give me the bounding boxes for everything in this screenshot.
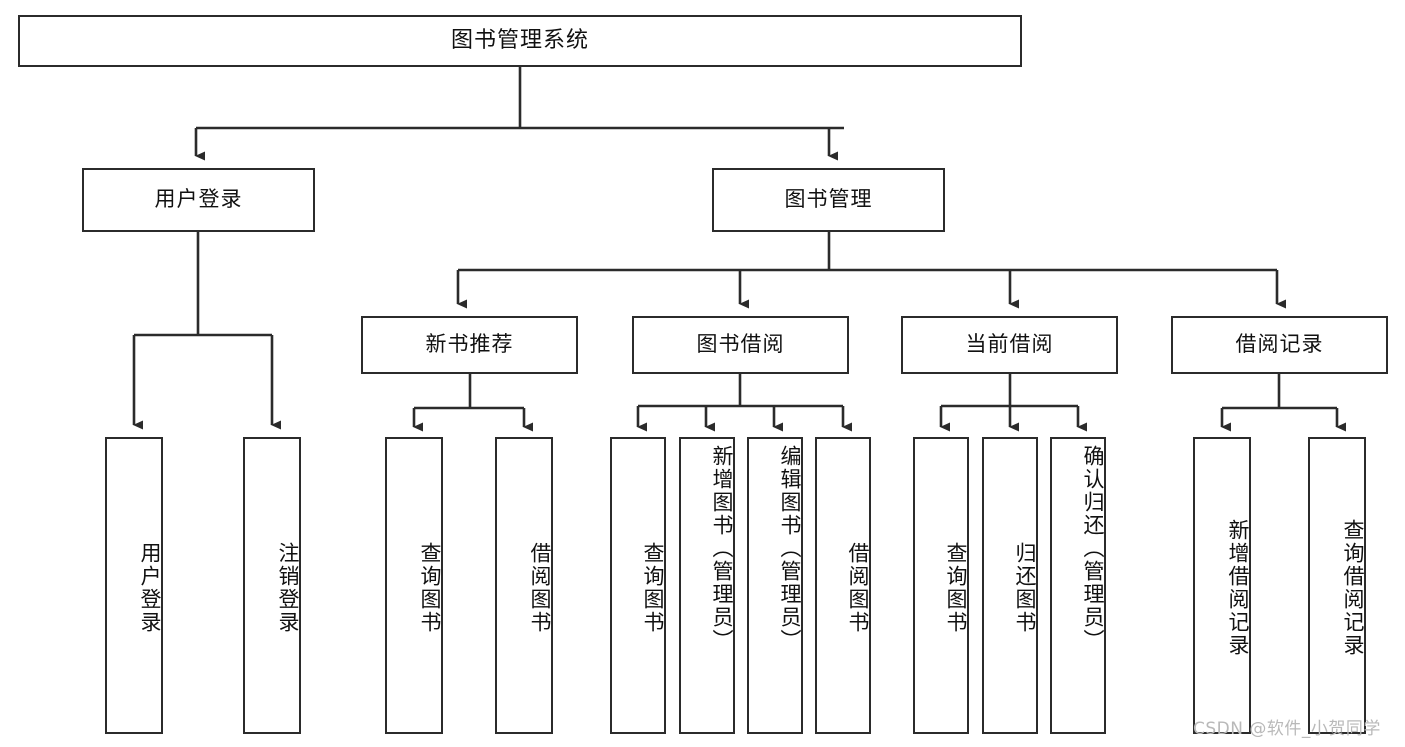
- leaf-query-record[interactable]: 查询借阅记录: [1308, 437, 1366, 734]
- leaf-query-book-3[interactable]: 查询图书: [913, 437, 969, 734]
- node-root-label: 图书管理系统: [450, 27, 589, 53]
- leaf-query-book-1[interactable]: 查询图书: [385, 437, 443, 734]
- leaf-edit-book[interactable]: 编辑图书（管理员）: [747, 437, 803, 734]
- node-book-manage-label: 图书管理: [784, 187, 873, 212]
- node-root-system[interactable]: 图书管理系统: [18, 15, 1022, 67]
- node-book-borrow[interactable]: 图书借阅: [632, 316, 849, 374]
- node-book-borrow-label: 图书借阅: [696, 332, 785, 357]
- leaf-add-record[interactable]: 新增借阅记录: [1193, 437, 1251, 734]
- node-user-login-label: 用户登录: [154, 187, 243, 212]
- leaf-borrow-book-1-label: 借阅图书: [528, 541, 552, 634]
- csdn-watermark: CSDN @软件_小贺同学: [1193, 714, 1381, 739]
- leaf-query-book-3-label: 查询图书: [944, 541, 968, 634]
- node-borrow-record[interactable]: 借阅记录: [1171, 316, 1388, 374]
- node-current-borrow[interactable]: 当前借阅: [901, 316, 1118, 374]
- leaf-add-book[interactable]: 新增图书（管理员）: [679, 437, 735, 734]
- leaf-user-login-label: 用户登录: [138, 541, 162, 634]
- leaf-borrow-book-2[interactable]: 借阅图书: [815, 437, 871, 734]
- node-new-book-recommend[interactable]: 新书推荐: [361, 316, 578, 374]
- leaf-add-book-label: 新增图书（管理员）: [710, 445, 734, 652]
- leaf-query-book-2-label: 查询图书: [641, 541, 665, 634]
- node-new-book-recommend-label: 新书推荐: [425, 332, 514, 357]
- node-borrow-record-label: 借阅记录: [1235, 332, 1324, 357]
- leaf-user-login[interactable]: 用户登录: [105, 437, 163, 734]
- leaf-return-book-label: 归还图书: [1013, 541, 1037, 634]
- leaf-query-book-1-label: 查询图书: [418, 541, 442, 634]
- leaf-edit-book-label: 编辑图书（管理员）: [778, 445, 802, 652]
- leaf-query-record-label: 查询借阅记录: [1341, 518, 1365, 657]
- leaf-confirm-return-label: 确认归还（管理员）: [1081, 445, 1105, 652]
- node-current-borrow-label: 当前借阅: [965, 332, 1054, 357]
- node-user-login[interactable]: 用户登录: [82, 168, 315, 232]
- leaf-logout-label: 注销登录: [276, 541, 300, 634]
- csdn-watermark-text: CSDN @软件_小贺同学: [1193, 719, 1381, 739]
- leaf-add-record-label: 新增借阅记录: [1226, 518, 1250, 657]
- leaf-logout[interactable]: 注销登录: [243, 437, 301, 734]
- leaf-borrow-book-2-label: 借阅图书: [846, 541, 870, 634]
- leaf-return-book[interactable]: 归还图书: [982, 437, 1038, 734]
- leaf-confirm-return[interactable]: 确认归还（管理员）: [1050, 437, 1106, 734]
- node-book-manage[interactable]: 图书管理: [712, 168, 945, 232]
- leaf-query-book-2[interactable]: 查询图书: [610, 437, 666, 734]
- leaf-borrow-book-1[interactable]: 借阅图书: [495, 437, 553, 734]
